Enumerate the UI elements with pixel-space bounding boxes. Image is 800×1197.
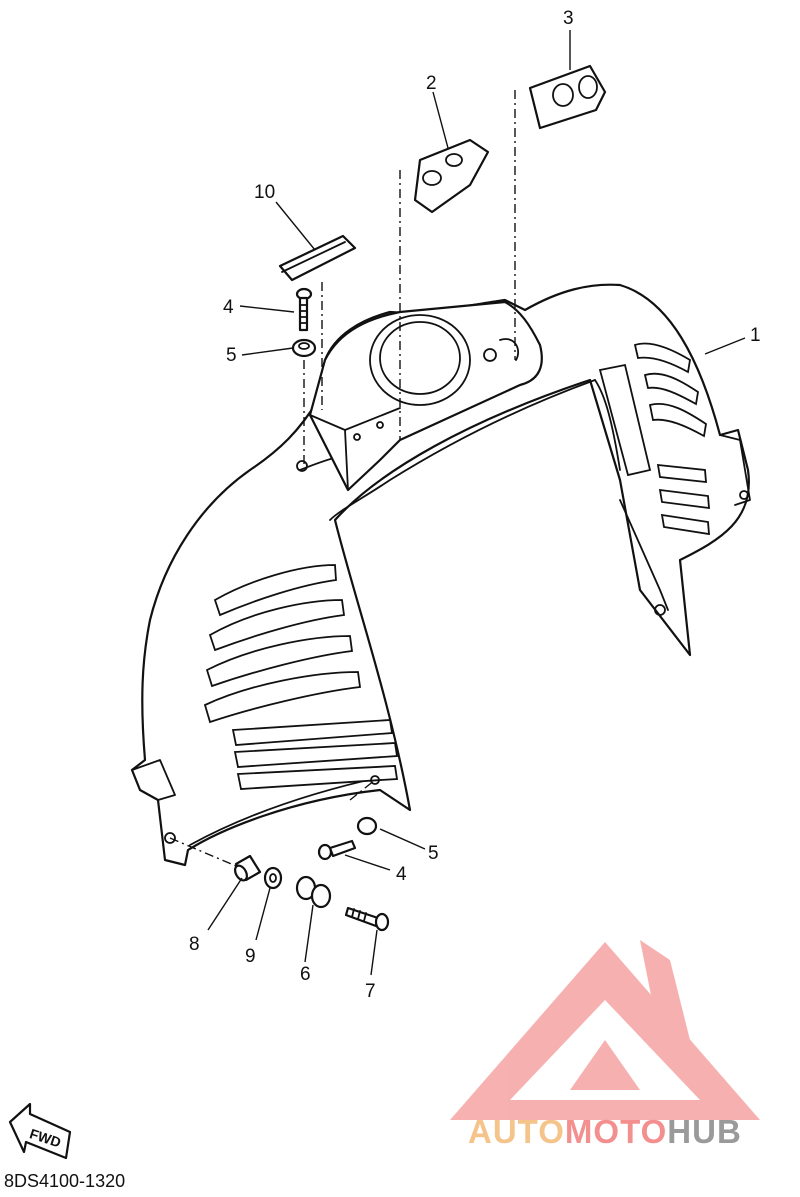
- assembly-lines: [169, 90, 516, 867]
- callout-7: 7: [365, 981, 376, 1002]
- brand-part-moto: MOTO: [564, 1113, 668, 1150]
- fwd-arrow-icon: FWD: [8, 1102, 72, 1160]
- callout-4-top: 4: [223, 297, 234, 318]
- leader-lines: [207, 30, 746, 976]
- diagram-code: 8DS4100-1320: [4, 1171, 126, 1191]
- callout-2: 2: [426, 73, 437, 94]
- leg-shield-part: [130, 283, 751, 867]
- washer-9: [263, 866, 283, 890]
- left-louvers: [203, 564, 399, 790]
- meter-housing: [308, 300, 543, 492]
- cover-plate-3: [528, 64, 607, 130]
- bolt-7: [344, 906, 390, 932]
- callout-1: 1: [750, 325, 761, 346]
- callout-3: 3: [563, 8, 574, 29]
- watermark-brand: AUTOMOTOHUB: [468, 1113, 742, 1151]
- damper-6: [295, 875, 332, 909]
- brand-part-hub: HUB: [667, 1113, 742, 1150]
- callout-5-top: 5: [226, 345, 237, 366]
- collar-8: [234, 854, 262, 882]
- callout-9: 9: [245, 946, 256, 967]
- callout-labels: 1 2 3 10 4 5 5 4 8 9 6 7: [189, 8, 761, 1002]
- watermark-logo: [450, 940, 760, 1120]
- callout-5-lower: 5: [428, 843, 439, 864]
- callout-10: 10: [254, 182, 275, 203]
- callout-8: 8: [189, 934, 200, 955]
- screw-top: [295, 287, 313, 332]
- rubber-strip-10: [278, 234, 357, 282]
- screw-lower: [317, 839, 357, 861]
- callout-6: 6: [300, 964, 311, 985]
- brand-part-auto: AUTO: [468, 1113, 565, 1150]
- grommet-lower: [356, 816, 378, 836]
- right-louvers: [598, 342, 710, 536]
- grommet-top: [291, 338, 317, 358]
- callout-4-lower: 4: [396, 864, 407, 885]
- cover-plate-2: [413, 138, 490, 214]
